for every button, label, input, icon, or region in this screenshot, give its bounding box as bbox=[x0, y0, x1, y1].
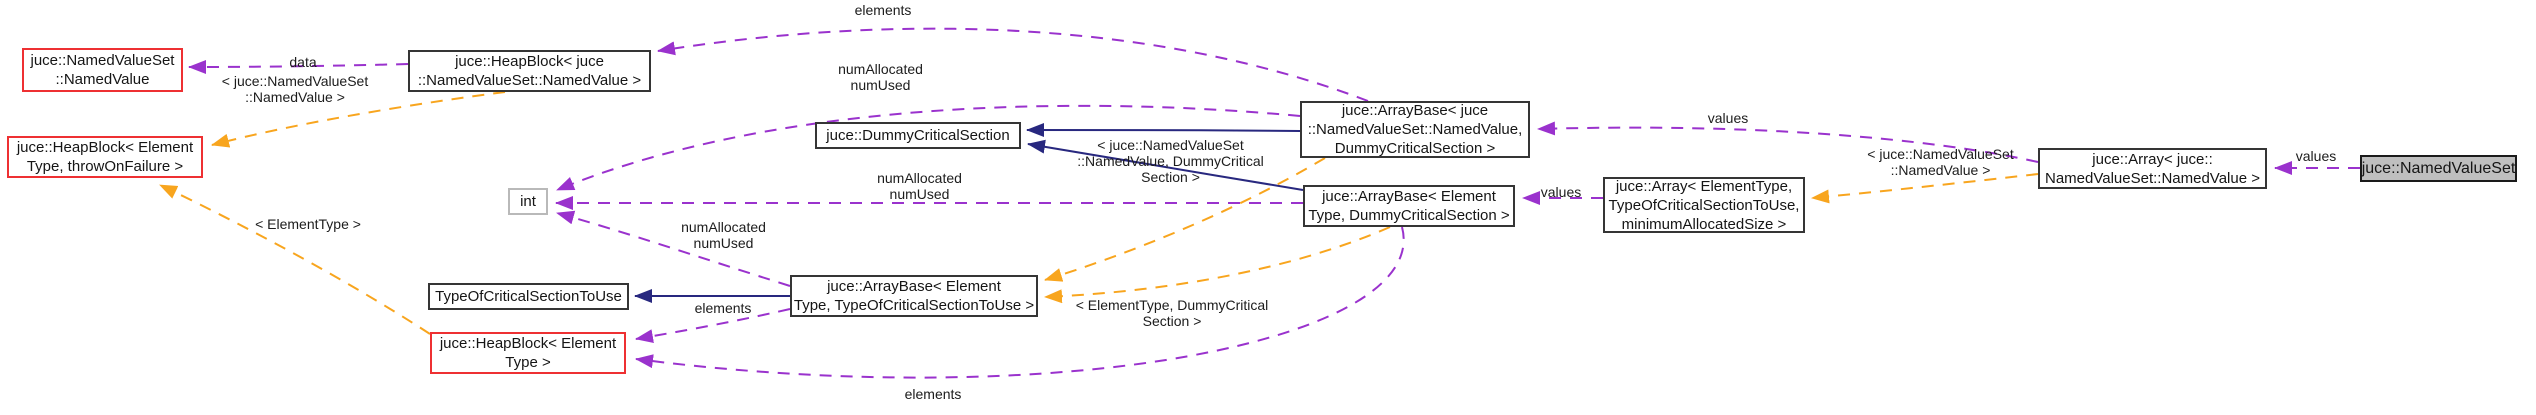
edge-template-arraybase-nv bbox=[1044, 157, 1326, 282]
edge-label-template-namedvalue-left: < juce::NamedValueSet ::NamedValue > bbox=[215, 73, 375, 105]
edge-template-array-nv bbox=[1811, 173, 2039, 204]
edge-label-template-elementtype-dummycritical: < ElementType, DummyCritical Section > bbox=[1072, 297, 1272, 329]
node-label: int bbox=[520, 193, 536, 210]
edge-label-text: numAllocated bbox=[838, 61, 923, 77]
edge-label-text: Section > bbox=[1141, 169, 1200, 185]
node-label: NamedValueSet::NamedValue > bbox=[2045, 169, 2260, 187]
node-label: Type, DummyCriticalSection > bbox=[1308, 207, 1510, 224]
edge-label-text: values bbox=[2295, 148, 2337, 164]
edge-label-text: < ElementType > bbox=[255, 216, 361, 232]
node-juce-array-namedvalue[interactable]: juce::Array< juce:: NamedValueSet::Named… bbox=[2038, 148, 2267, 189]
edge-label-text: ::NamedValue > bbox=[1890, 162, 1991, 178]
node-juce-arraybase-elementtype-dummycriticalsection[interactable]: juce::ArrayBase< Element Type, DummyCrit… bbox=[1303, 185, 1515, 227]
node-label: ::NamedValueSet::NamedValue, bbox=[1307, 121, 1523, 138]
edge-template-heapblock-et bbox=[159, 184, 431, 335]
edge-label-text: numAllocated bbox=[877, 170, 962, 186]
node-typeofcriticalsectiontouse: TypeOfCriticalSectionToUse bbox=[428, 283, 629, 310]
node-label: juce::Array< ElementType, bbox=[1615, 177, 1793, 195]
node-label: Type, TypeOfCriticalSectionToUse > bbox=[793, 297, 1035, 314]
edge-elements-top bbox=[657, 27, 1369, 102]
node-label: TypeOfCriticalSectionToUse, bbox=[1608, 196, 1800, 214]
node-label: juce::HeapBlock< juce bbox=[455, 53, 604, 70]
node-juce-heapblock-namedvalue[interactable]: juce::HeapBlock< juce ::NamedValueSet::N… bbox=[408, 50, 651, 92]
node-label: juce::Array< juce:: bbox=[2092, 150, 2213, 168]
node-label: TypeOfCriticalSectionToUse bbox=[435, 288, 622, 305]
edge-label-text: < ElementType, DummyCritical bbox=[1075, 297, 1269, 313]
edge-label-values-top: values bbox=[1698, 110, 1758, 126]
node-juce-array-elementtype[interactable]: juce::Array< ElementType, TypeOfCritical… bbox=[1603, 177, 1805, 233]
node-label: juce::NamedValueSet bbox=[2361, 160, 2516, 177]
edge-label-text: < juce::NamedValueSet bbox=[221, 73, 369, 89]
node-label: juce::DummyCriticalSection bbox=[826, 127, 1010, 144]
edge-inherit-arraybase-et-to-dummycs bbox=[1027, 139, 1304, 191]
edge-label-text: < juce::NamedValueSet bbox=[1867, 146, 2014, 162]
node-label: juce::ArrayBase< juce bbox=[1341, 102, 1489, 119]
node-label: juce::ArrayBase< Element bbox=[827, 278, 1001, 295]
edge-label-text: Section > bbox=[1142, 313, 1202, 329]
edge-label-template-elementtype: < ElementType > bbox=[248, 216, 368, 232]
edge-label-text: numUsed bbox=[889, 186, 950, 202]
edge-numallocated-low bbox=[556, 210, 791, 287]
edge-label-template-namedvalue-right: < juce::NamedValueSet ::NamedValue > bbox=[1858, 146, 2023, 178]
edge-label-values-mid: values bbox=[1533, 184, 1589, 200]
node-juce-namedvalueset: juce::NamedValueSet bbox=[2360, 155, 2517, 182]
edge-label-text: ::NamedValue, DummyCritical bbox=[1077, 153, 1264, 169]
node-label: juce::HeapBlock< Element bbox=[16, 139, 194, 156]
edge-label-data: data bbox=[275, 54, 331, 70]
edge-label-text: elements bbox=[694, 300, 752, 316]
node-label: minimumAllocatedSize > bbox=[1621, 215, 1787, 233]
node-juce-dummycriticalsection[interactable]: juce::DummyCriticalSection bbox=[815, 122, 1021, 149]
node-label: juce::ArrayBase< Element bbox=[1322, 188, 1496, 205]
node-label: juce::NamedValueSet bbox=[30, 52, 175, 69]
edge-label-numallocated-mid: numAllocated numUsed bbox=[872, 170, 967, 202]
edge-label-text: numUsed bbox=[693, 235, 754, 251]
node-juce-arraybase-namedvalue-dummycriticalsection[interactable]: juce::ArrayBase< juce ::NamedValueSet::N… bbox=[1300, 101, 1530, 158]
node-label: ::NamedValue bbox=[55, 71, 150, 88]
edge-label-numallocated-top: numAllocated numUsed bbox=[833, 61, 928, 93]
edge-label-elements-top: elements bbox=[848, 2, 918, 18]
edge-label-text: values bbox=[1540, 184, 1582, 200]
edge-values-top bbox=[1537, 121, 2039, 163]
edge-label-elements-mid: elements bbox=[688, 300, 758, 316]
edge-label-text: elements bbox=[904, 386, 962, 402]
edge-label-text: < juce::NamedValueSet bbox=[1097, 137, 1244, 153]
edge-label-elements-bottom: elements bbox=[898, 386, 968, 402]
edge-elements-bottom bbox=[635, 226, 1405, 379]
edge-template-arraybase-et bbox=[1044, 226, 1391, 304]
edge-inherit-arraybase-nv-to-dummycs bbox=[1026, 123, 1301, 138]
node-juce-namedvalueset-namedvalue[interactable]: juce::NamedValueSet ::NamedValue bbox=[22, 48, 183, 92]
edge-data bbox=[188, 59, 409, 74]
edge-template-heapblock-nv bbox=[211, 91, 506, 148]
node-label: Type > bbox=[505, 354, 551, 371]
edge-label-text: ::NamedValue > bbox=[245, 89, 345, 105]
node-label: juce::HeapBlock< Element bbox=[439, 335, 617, 352]
edge-numallocated-top bbox=[556, 104, 1301, 191]
node-label: ::NamedValueSet::NamedValue > bbox=[417, 72, 642, 89]
node-int: int bbox=[508, 188, 548, 215]
node-juce-arraybase-elementtype-typeofcriticalsectiontouse[interactable]: juce::ArrayBase< Element Type, TypeOfCri… bbox=[790, 275, 1038, 317]
edge-label-numallocated-low: numAllocated numUsed bbox=[676, 219, 771, 251]
node-label: DummyCriticalSection > bbox=[1334, 140, 1496, 157]
node-juce-heapblock-elementtype[interactable]: juce::HeapBlock< Element Type > bbox=[430, 332, 626, 374]
node-label: Type, throwOnFailure > bbox=[26, 158, 184, 175]
edge-label-text: data bbox=[289, 54, 317, 70]
edge-label-template-namedvalue-dummycritical: < juce::NamedValueSet ::NamedValue, Dumm… bbox=[1068, 137, 1273, 185]
edge-label-text: numAllocated bbox=[681, 219, 766, 235]
edge-label-text: elements bbox=[854, 2, 912, 18]
edge-label-text: values bbox=[1707, 110, 1749, 126]
node-juce-heapblock-elementtype-throwonfailure[interactable]: juce::HeapBlock< Element Type, throwOnFa… bbox=[7, 136, 203, 178]
edge-label-values-right: values bbox=[2288, 148, 2344, 164]
edge-label-text: numUsed bbox=[850, 77, 911, 93]
